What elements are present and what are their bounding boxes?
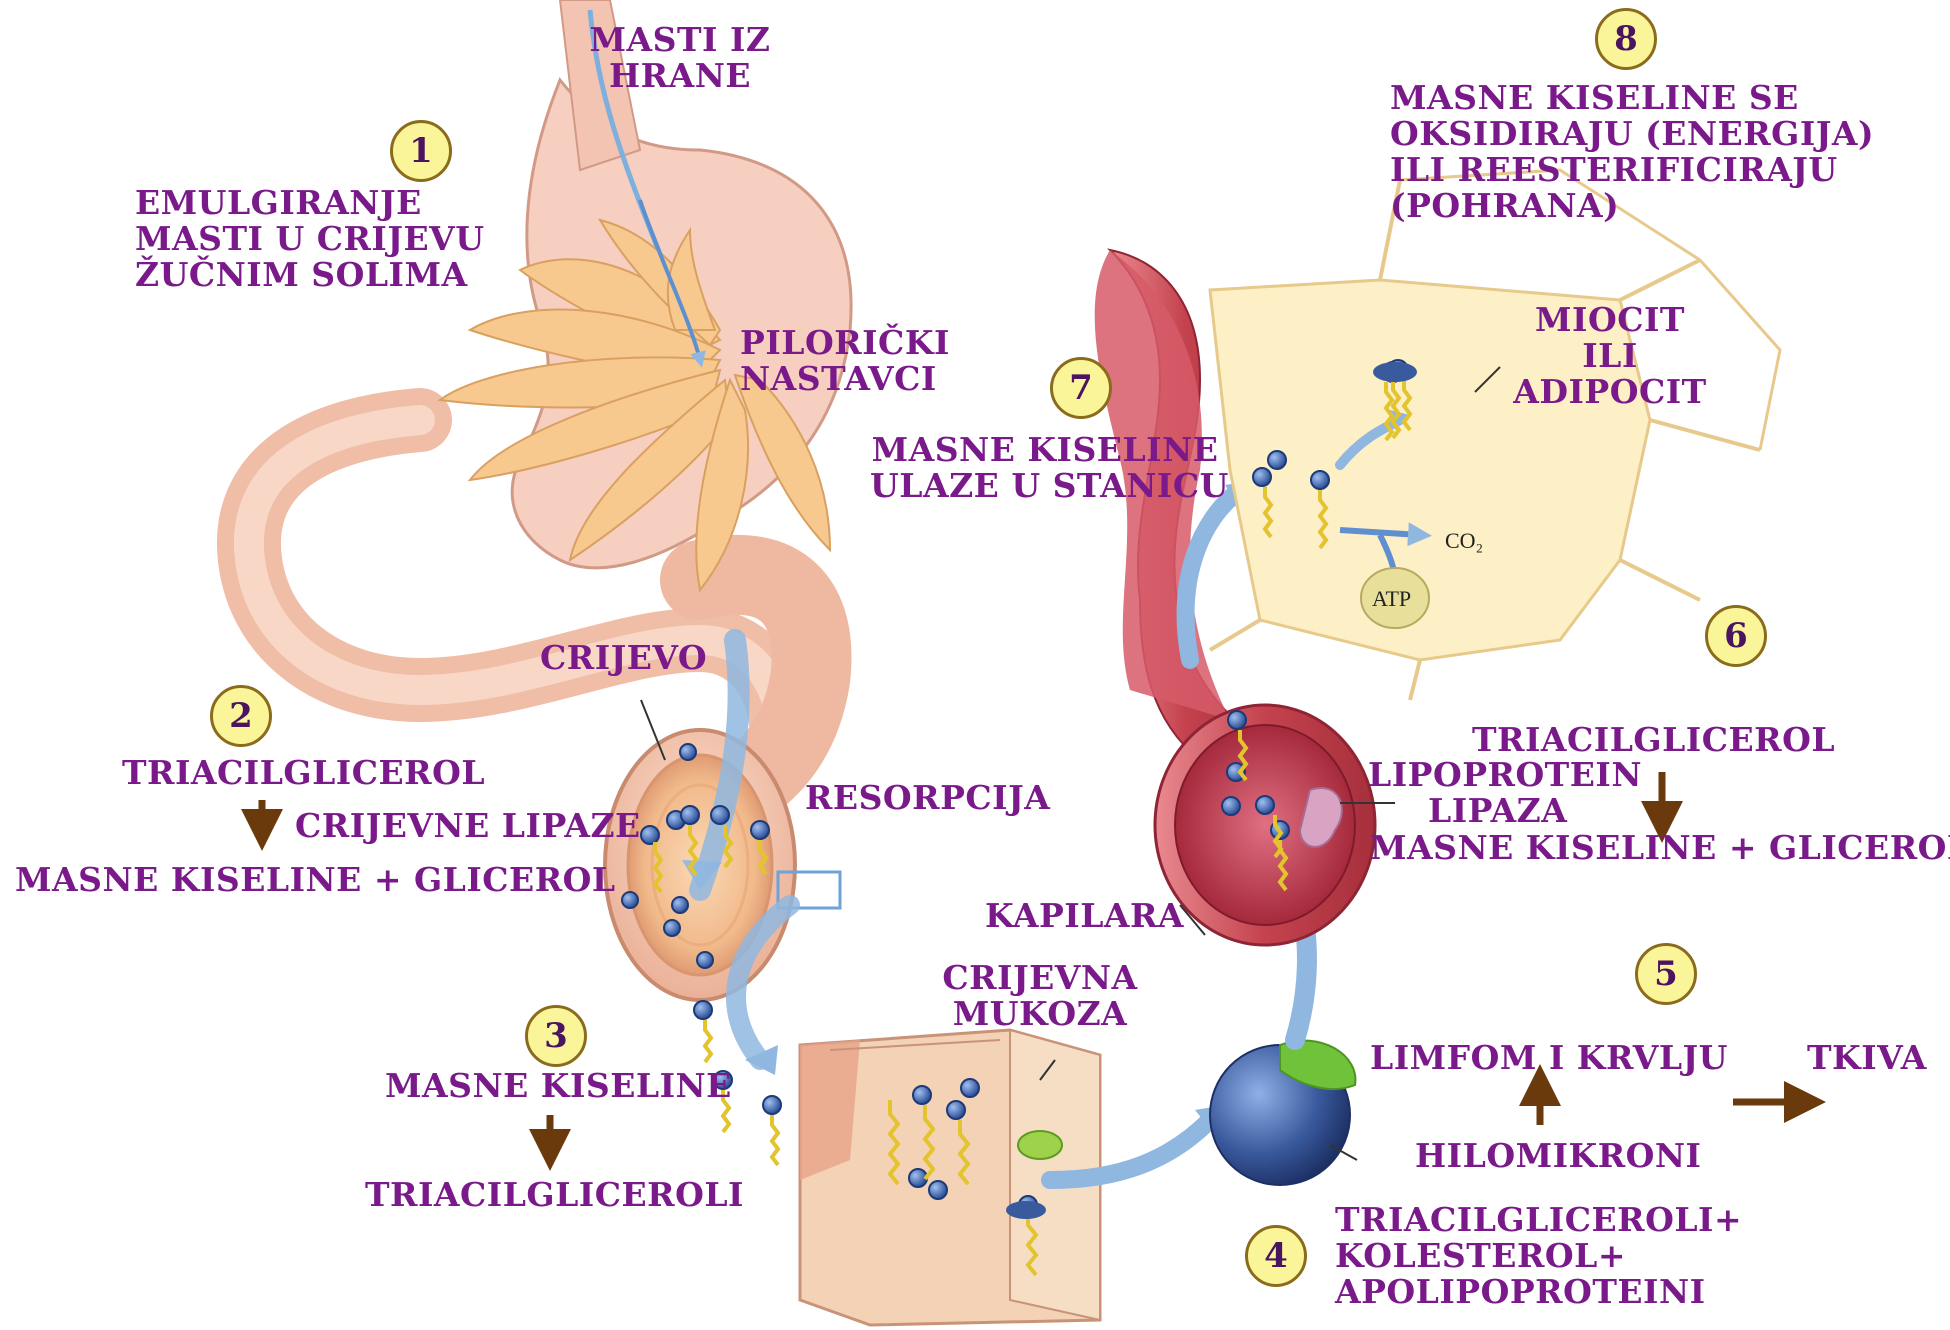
step-2-enzyme: CRIJEVNE LIPAZE <box>295 808 641 844</box>
pyloric-line-2: NASTAVCI <box>740 361 950 397</box>
step-5-badge: 5 <box>1635 943 1697 1005</box>
step-4-text: TRIACILGLICEROLI+ KOLESTEROL+ APOLIPOPRO… <box>1335 1202 1742 1310</box>
step-1-line-3: ŽUČNIM SOLIMA <box>135 257 485 293</box>
mucosa-label: CRIJEVNA MUKOZA <box>940 960 1140 1032</box>
step-8-line-3: ILI REESTERIFICIRAJU <box>1390 152 1874 188</box>
step-8-line-1: MASNE KISELINE SE <box>1390 80 1874 116</box>
step-4-line-2: KOLESTEROL+ <box>1335 1238 1742 1274</box>
step-6-badge: 6 <box>1705 605 1767 667</box>
atp-label: ATP <box>1372 586 1411 612</box>
step-6-top: TRIACILGLICEROL <box>1472 722 1835 758</box>
step-8-badge: 8 <box>1595 8 1657 70</box>
step-7-line-1: MASNE KISELINE <box>870 432 1220 468</box>
step-5-source: HILOMIKRONI <box>1415 1138 1701 1174</box>
capillary-label: KAPILARA <box>985 898 1184 934</box>
step-1-line-1: EMULGIRANJE <box>135 185 485 221</box>
pyloric-label: PILORIČKI NASTAVCI <box>740 325 950 397</box>
step-5-transport: LIMFOM I KRVLJU <box>1370 1040 1728 1076</box>
step-4-badge: 4 <box>1245 1225 1307 1287</box>
step-5-target: TKIVA <box>1807 1040 1927 1076</box>
mucosa-line-2: MUKOZA <box>940 996 1140 1032</box>
cell-line-2: ILI <box>1510 338 1710 374</box>
food-fat-label: MASTI IZ HRANE <box>585 22 775 94</box>
step-2-top: TRIACILGLICEROL <box>122 755 485 791</box>
step-4-line-1: TRIACILGLICEROLI+ <box>1335 1202 1742 1238</box>
co2-label: CO₂ <box>1445 528 1483 554</box>
step-8-text: MASNE KISELINE SE OKSIDIRAJU (ENERGIJA) … <box>1390 80 1874 224</box>
food-fat-line-1: MASTI IZ <box>585 22 775 58</box>
step-6-enzyme-line-1: LIPOPROTEIN <box>1368 757 1642 793</box>
step-4-line-3: APOLIPOPROTEINI <box>1335 1274 1742 1310</box>
step-2-badge: 2 <box>210 685 272 747</box>
step-7-text: MASNE KISELINE ULAZE U STANICU <box>870 432 1220 504</box>
resorption-label: RESORPCIJA <box>805 780 1050 816</box>
step-1-line-2: MASTI U CRIJEVU <box>135 221 485 257</box>
intestine-label: CRIJEVO <box>540 640 707 676</box>
step-3-bottom: TRIACILGLICEROLI <box>365 1177 744 1213</box>
step-3-top: MASNE KISELINE <box>385 1068 732 1104</box>
step-1-text: EMULGIRANJE MASTI U CRIJEVU ŽUČNIM SOLIM… <box>135 185 485 293</box>
cell-label: MIOCIT ILI ADIPOCIT <box>1510 302 1710 410</box>
step-1-badge: 1 <box>390 120 452 182</box>
adipocyte-cell <box>1210 170 1780 700</box>
food-fat-line-2: HRANE <box>585 58 775 94</box>
step-8-line-2: OKSIDIRAJU (ENERGIJA) <box>1390 116 1874 152</box>
pyloric-line-1: PILORIČKI <box>740 325 950 361</box>
step-3-badge: 3 <box>525 1005 587 1067</box>
step-8-line-4: (POHRANA) <box>1390 188 1874 224</box>
step-6-enzyme: LIPOPROTEIN LIPAZA <box>1368 757 1642 829</box>
step-6-enzyme-line-2: LIPAZA <box>1368 793 1642 829</box>
cell-line-1: MIOCIT <box>1510 302 1710 338</box>
step-7-badge: 7 <box>1050 357 1112 419</box>
step-2-bottom: MASNE KISELINE + GLICEROL <box>15 862 616 898</box>
chylomicron <box>1210 1041 1355 1185</box>
mucosa-line-1: CRIJEVNA <box>940 960 1140 996</box>
step-6-bottom: MASNE KISELINE + GLICEROL <box>1370 830 1950 866</box>
into-cell-arrow <box>1186 490 1240 660</box>
step-7-line-2: ULAZE U STANICU <box>870 468 1220 504</box>
cell-line-3: ADIPOCIT <box>1510 374 1710 410</box>
triacylglycerol-head-icon <box>1373 362 1417 382</box>
